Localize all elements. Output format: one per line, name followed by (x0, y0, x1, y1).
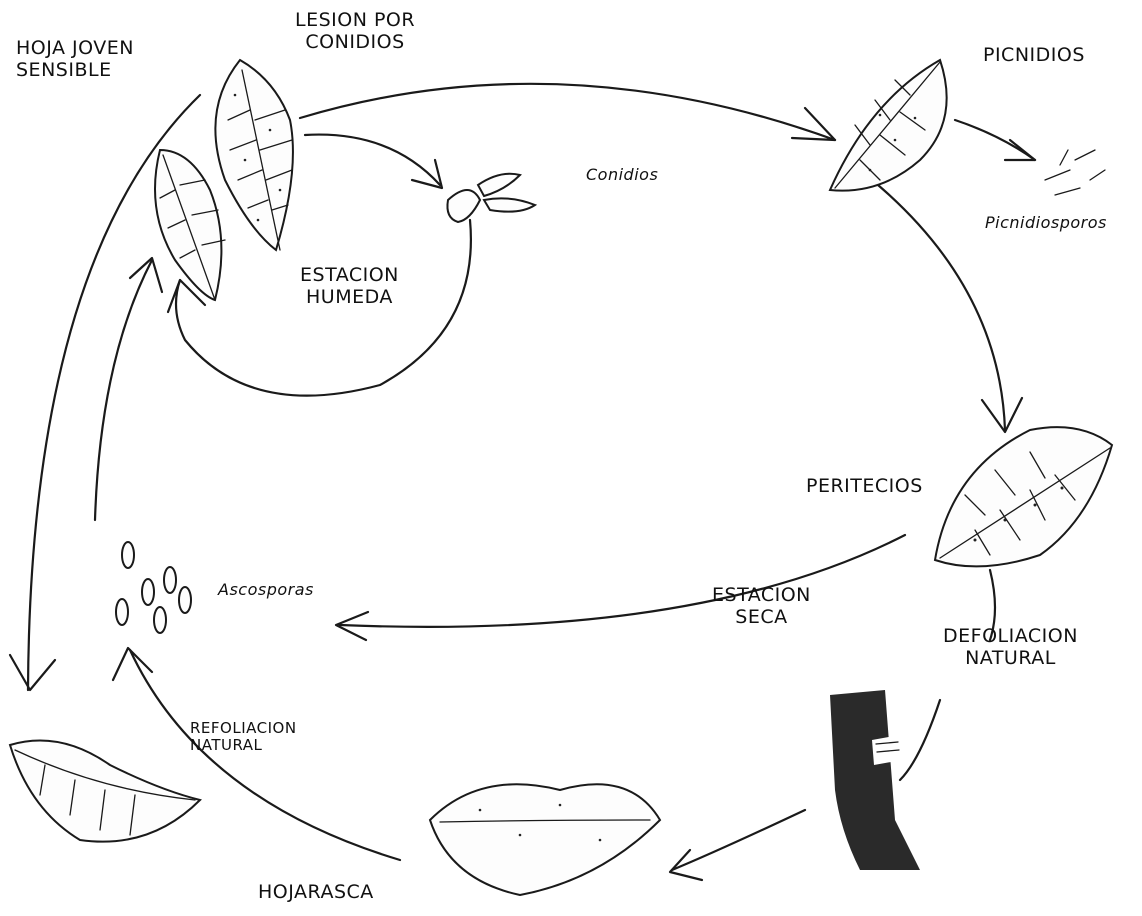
peritecios-leaf (935, 427, 1112, 566)
young-leaf-small (155, 150, 225, 300)
label-ascosporas: Ascosporas (218, 581, 314, 599)
label-refoliacion-natural: REFOLIACION NATURAL (190, 720, 297, 755)
ascosporas-spores (116, 542, 191, 633)
conidia-spores (447, 174, 535, 222)
arrow-tree-to-hojarasca (900, 700, 940, 780)
arrow-peritecios-to-ascosporas (340, 535, 905, 627)
label-hoja-joven-sensible: HOJA JOVEN SENSIBLE (16, 38, 134, 82)
hojarasca-leaf (430, 784, 660, 895)
arrow-hojarasca-to-ascosporas (130, 650, 400, 860)
arrowhead (792, 108, 835, 140)
arrow-lesion-to-conidios (305, 135, 440, 185)
arrow-trunk-to-hojarasca (672, 810, 805, 870)
label-picnidios: PICNIDIOS (983, 45, 1085, 67)
arrowhead (10, 655, 55, 690)
arrowhead (113, 648, 152, 680)
label-estacion-seca: ESTACION SECA (712, 585, 811, 629)
label-peritecios: PERITECIOS (806, 476, 923, 498)
arrow-ascosporas-to-hoja (95, 260, 152, 520)
label-estacion-humeda: ESTACION HUMEDA (300, 265, 399, 309)
label-defoliacion-natural: DEFOLIACION NATURAL (943, 626, 1078, 670)
picnidios-leaf (830, 60, 947, 191)
tree-trunk (830, 690, 920, 870)
arrowhead (130, 258, 162, 292)
label-hojarasca: HOJARASCA (258, 882, 374, 904)
label-lesion-por-conidios: LESION POR CONIDIOS (295, 10, 415, 54)
arrow-lesion-to-picnidios (300, 84, 835, 140)
hojarasca-litter-left (10, 741, 200, 842)
arrow-picnidios-to-spores (955, 120, 1035, 160)
label-conidios: Conidios (586, 166, 658, 184)
picnidiosporos-spores (1045, 150, 1105, 195)
young-leaf-large (215, 60, 293, 250)
label-picnidiosporos: Picnidiosporos (985, 214, 1107, 232)
